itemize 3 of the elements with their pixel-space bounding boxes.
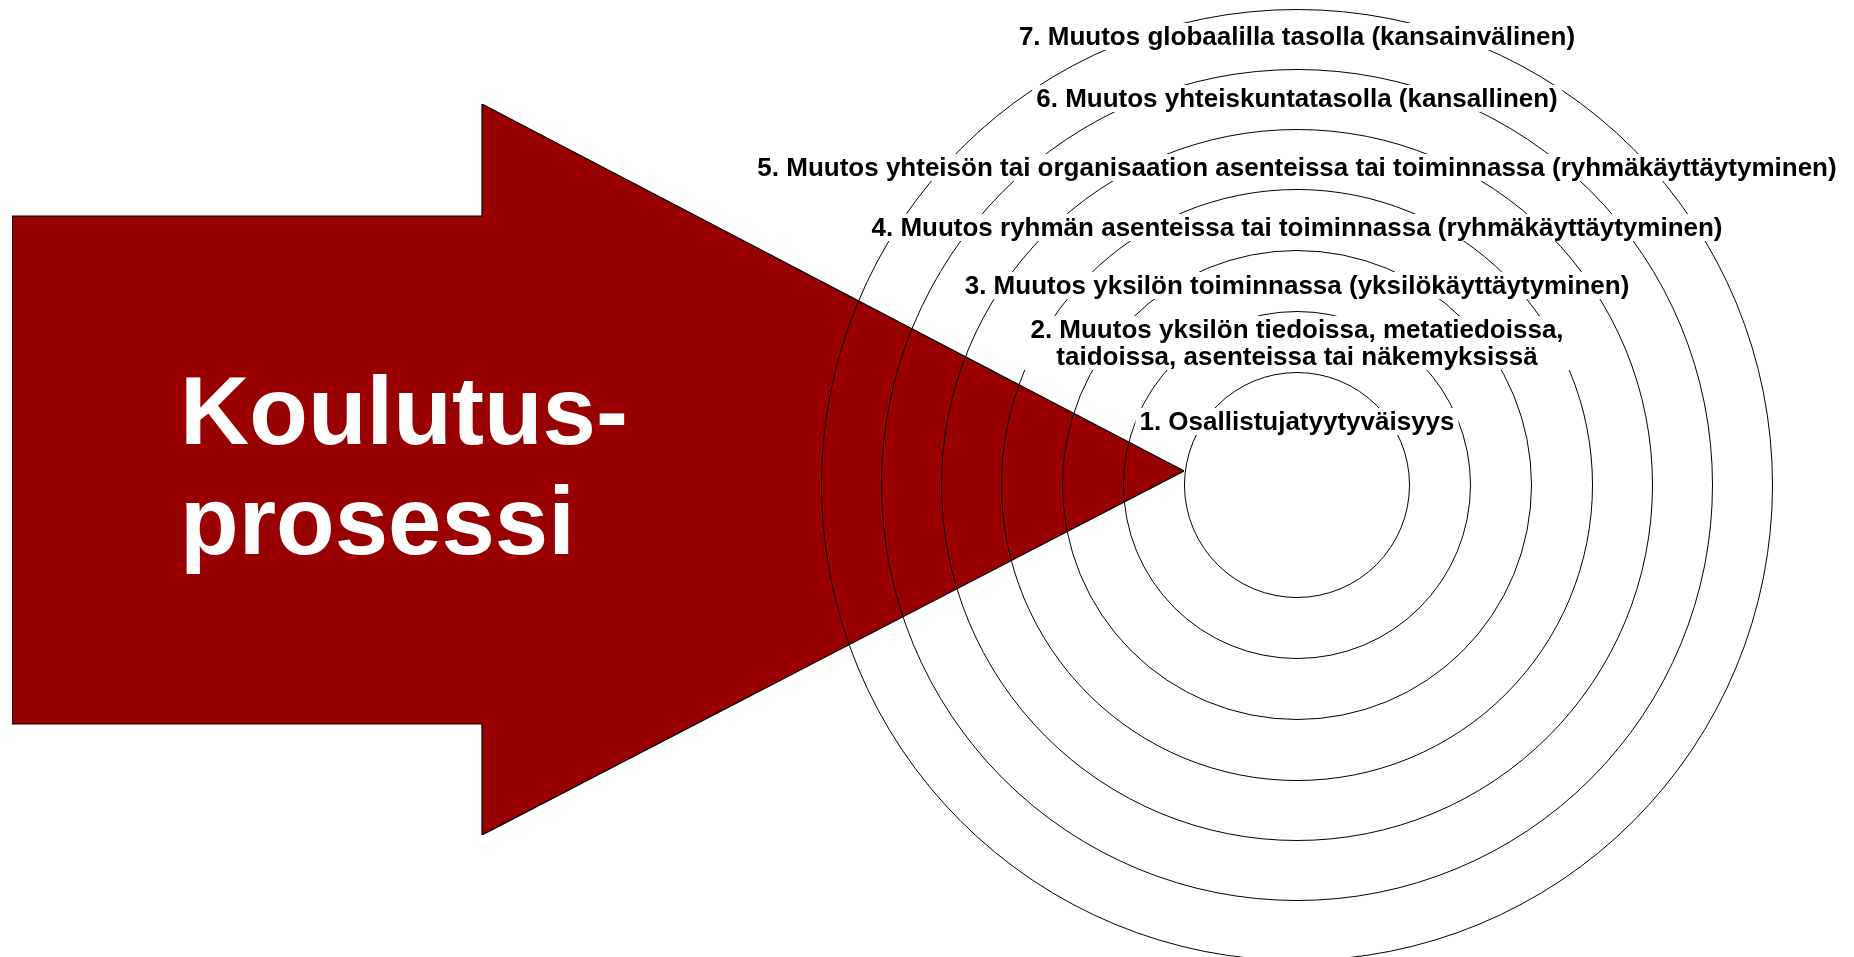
level-label: 1. Osallistujatyytyväisyys <box>1135 407 1459 435</box>
level-label: 6. Muutos yhteiskuntatasolla (kansallinen) <box>1032 84 1562 112</box>
arrow-label: Koulutus- prosessi <box>180 356 629 576</box>
